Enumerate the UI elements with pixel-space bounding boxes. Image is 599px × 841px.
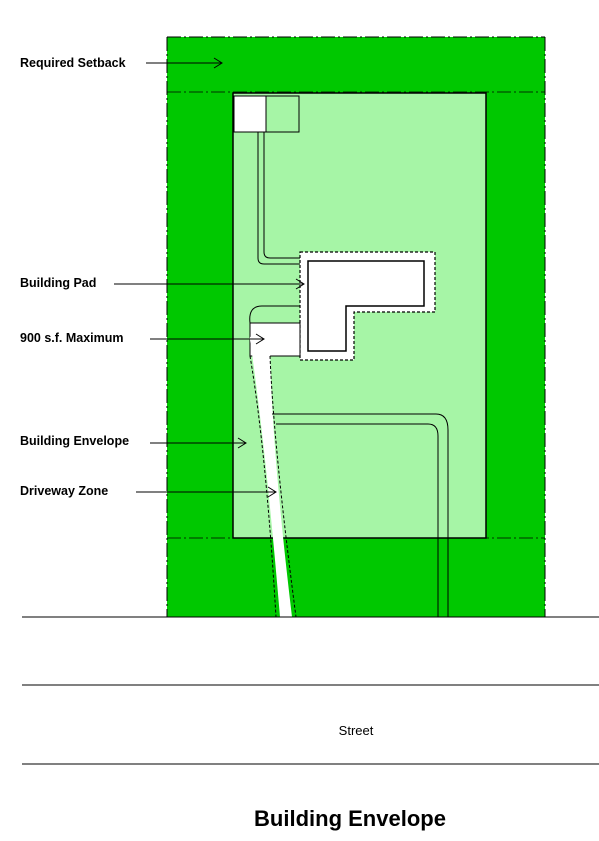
label-required-setback: Required Setback bbox=[20, 56, 126, 70]
accessory-structure-right bbox=[265, 95, 300, 133]
label-900-sf-maximum: 900 s.f. Maximum bbox=[20, 331, 124, 345]
arrow-required-setback bbox=[146, 57, 223, 69]
arrow-900-sf-maximum bbox=[150, 333, 265, 345]
driveway-zone bbox=[249, 334, 292, 617]
walkway-path-inner bbox=[263, 132, 300, 259]
secondary-driveway-inner bbox=[276, 423, 439, 617]
label-building-envelope: Building Envelope bbox=[20, 434, 129, 448]
diagram-title: Building Envelope bbox=[254, 806, 446, 831]
walkway-path bbox=[257, 132, 300, 265]
driveway-zone-top bbox=[249, 305, 300, 324]
arrow-building-pad bbox=[114, 278, 305, 290]
driveway-zone-right-edge bbox=[269, 355, 297, 618]
label-building-pad: Building Pad bbox=[20, 276, 96, 290]
house-footprint bbox=[307, 260, 425, 352]
driveway-zone-left-edge bbox=[249, 355, 277, 618]
arrow-driveway-zone bbox=[136, 486, 277, 498]
lot-boundary-lines bbox=[166, 36, 546, 617]
secondary-driveway-outer bbox=[272, 413, 449, 617]
street-label: Street bbox=[339, 723, 374, 738]
accessory-structure-left bbox=[233, 95, 267, 133]
arrow-building-envelope bbox=[150, 437, 247, 449]
label-driveway-zone: Driveway Zone bbox=[20, 484, 108, 498]
